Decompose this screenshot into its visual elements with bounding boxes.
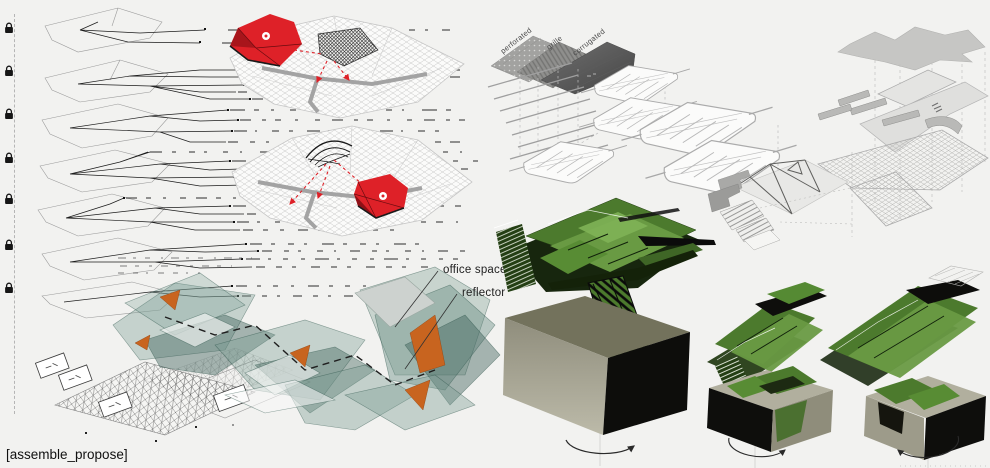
padlock-icon [5, 282, 13, 293]
ribbon-panels [817, 89, 963, 135]
truss-canopy [734, 159, 849, 215]
mesh-ramp [849, 171, 933, 227]
railing [835, 299, 919, 351]
dark-mesh-canopy [317, 27, 379, 67]
process-diagram-3 [41, 103, 468, 149]
stair-elements [707, 169, 781, 251]
plinth-box [503, 296, 690, 435]
padlock-icon [5, 22, 13, 33]
padlock-icon [5, 108, 13, 119]
board-caption: [assemble_propose] [6, 447, 128, 462]
red-reflector-marker [229, 14, 303, 67]
mesh-reflector-diagram-top [229, 14, 465, 119]
padlock-icon [5, 65, 13, 76]
left-dashed-guide [14, 14, 15, 414]
mesh-reflector-diagram-bottom [231, 125, 473, 237]
green-canopy [493, 197, 716, 292]
render-canopy-box-left [707, 282, 833, 468]
red-arrow [316, 60, 328, 83]
padlock-icon [5, 239, 13, 250]
walkway-path [261, 66, 428, 87]
red-arrow [289, 163, 327, 205]
plinth-box [864, 376, 986, 460]
process-diagram-6 [41, 237, 470, 281]
process-diagram-7 [41, 281, 400, 319]
reflector-volume [354, 276, 436, 328]
office-space-leader [394, 270, 439, 328]
material-sample-tiles: perforated grille corrugated [490, 26, 636, 95]
render-canopy-box-right [820, 280, 988, 468]
reflector-label: reflector [462, 287, 506, 299]
mesh-deck [817, 129, 989, 191]
rotation-arrow [897, 435, 959, 458]
orange-panels [134, 289, 446, 411]
rotation-arrow [565, 439, 635, 455]
office-space-label: office space [443, 264, 507, 276]
cloud-massing [837, 26, 986, 71]
black-fan-canopy [305, 140, 353, 168]
padlock-icon [5, 152, 13, 163]
red-arrow [333, 60, 350, 81]
panel-module [580, 65, 691, 105]
railing [716, 327, 776, 361]
glass-massing-render [112, 266, 501, 431]
red-reflector-marker [353, 174, 408, 219]
panel-module [508, 141, 628, 184]
rotation-arrow [728, 437, 786, 458]
exploded-axonometric-right [707, 26, 989, 251]
exploded-panel-modules [487, 62, 798, 195]
stair-strip [493, 219, 536, 292]
tile-corrugated [540, 41, 636, 95]
process-diagram-1 [44, 7, 455, 53]
hatched-site-plan [34, 347, 311, 442]
plinth-box [707, 366, 833, 452]
circulation-dashed-path [164, 316, 436, 386]
padlock-icon [5, 193, 13, 204]
plan-room-tag [57, 364, 93, 391]
green-canopy [820, 280, 980, 386]
railing [547, 209, 629, 225]
reflector-leader [404, 293, 458, 370]
render-canopy-box-large [493, 197, 716, 466]
plan-room-tag [97, 391, 133, 418]
mini-wireframe-sketch [928, 265, 984, 287]
plan-room-tag [34, 352, 70, 379]
